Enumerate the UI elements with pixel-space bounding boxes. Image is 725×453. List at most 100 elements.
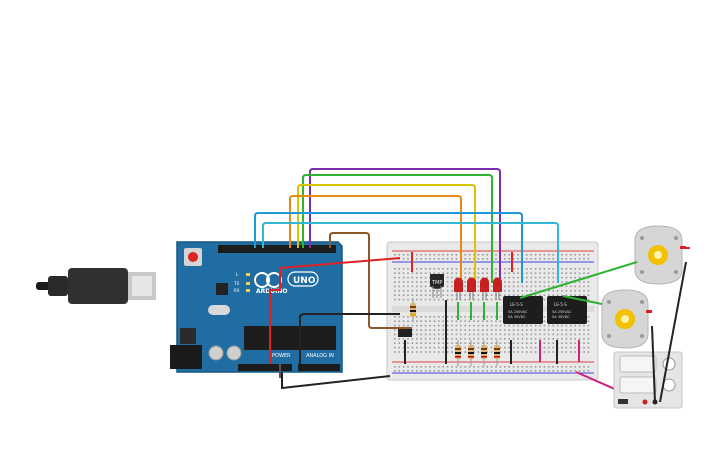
breadboard-hole (570, 342, 572, 344)
breadboard-hole (583, 351, 585, 353)
breadboard-hole (583, 346, 585, 349)
breadboard-hole (442, 268, 444, 270)
switch-component[interactable] (398, 329, 412, 337)
led-2[interactable] (467, 277, 476, 301)
breadboard-hole (407, 276, 409, 279)
breadboard-hole (482, 268, 484, 270)
breadboard-hole (570, 258, 572, 260)
breadboard-hole (464, 338, 466, 340)
breadboard-hole (543, 346, 546, 349)
breadboard-hole (508, 342, 510, 344)
breadboard-hole (534, 290, 537, 292)
breadboard-hole (504, 333, 506, 336)
breadboard-hole (411, 351, 414, 353)
breadboard-hole (455, 338, 458, 340)
breadboard-hole (402, 366, 405, 368)
breadboard-hole (508, 351, 510, 353)
breadboard-hole (570, 272, 572, 274)
wire-cyan (262, 222, 559, 283)
breadboard-hole (477, 329, 480, 331)
breadboard-hole (482, 316, 484, 318)
breadboard-hole (442, 294, 444, 296)
breadboard-hole (490, 333, 493, 336)
breadboard-hole (420, 272, 422, 274)
led-l-indicator (246, 273, 250, 276)
breadboard-hole (534, 285, 537, 288)
breadboard-hole (455, 324, 458, 327)
breadboard-hole (570, 276, 572, 279)
breadboard-hole (490, 351, 493, 353)
breadboard-hole (438, 254, 440, 256)
breadboard-hole (499, 316, 502, 318)
breadboard-hole (402, 290, 405, 292)
breadboard-hole (394, 342, 396, 344)
breadboard-hole (543, 366, 546, 368)
arduino-uno-board[interactable]: ARDUINO UNO L TX RX POWER ANALOG IN (170, 241, 343, 373)
resistor-sensor[interactable] (410, 298, 416, 322)
breadboard-hole (446, 333, 449, 336)
breadboard-hole (587, 342, 590, 344)
relay-2[interactable]: LE-5-S 5A 250VAC 5A 30VDC (547, 296, 587, 324)
breadboard-ground-jumpers (404, 300, 558, 364)
resistor-3[interactable] (481, 340, 487, 366)
temperature-sensor[interactable]: TMP (430, 274, 444, 298)
breadboard-hole (512, 351, 515, 353)
breadboard-hole (486, 268, 488, 270)
breadboard-hole (394, 268, 396, 270)
breadboard-hole (552, 342, 554, 344)
led-1[interactable] (454, 277, 463, 301)
breadboard-hole (534, 338, 537, 340)
breadboard-hole (455, 316, 458, 318)
breadboard-hole (578, 258, 581, 260)
led-4[interactable] (493, 277, 502, 301)
resistor-4[interactable] (494, 340, 500, 366)
breadboard-hole (486, 320, 488, 322)
breadboard-hole (583, 324, 585, 327)
relay-1[interactable]: LE-5-S 5A 250VAC 5A 30VDC (503, 296, 543, 324)
breadboard-hole (552, 272, 554, 274)
breadboard-hole (543, 276, 546, 279)
breadboard-hole (455, 342, 458, 344)
breadboard-hole (451, 333, 453, 336)
breadboard-hole (416, 320, 418, 322)
breadboard-hole (504, 281, 506, 283)
breadboard-hole (464, 281, 466, 283)
breadboard-hole (521, 346, 524, 349)
resistor-2[interactable] (468, 340, 474, 366)
breadboard-hole (552, 268, 554, 270)
breadboard-hole (530, 342, 532, 344)
breadboard-hole (451, 276, 453, 279)
breadboard-hole (570, 346, 572, 349)
breadboard-hole (460, 294, 462, 296)
dc-motor-1[interactable] (634, 225, 686, 285)
breadboard-hole (574, 290, 576, 292)
breadboard-hole (477, 294, 480, 296)
resistor-1[interactable] (455, 340, 461, 366)
breadboard-hole (565, 342, 568, 344)
breadboard-hole (548, 338, 550, 340)
breadboard-hole (407, 366, 409, 368)
breadboard-hole (394, 329, 396, 331)
breadboard-hole (407, 272, 409, 274)
battery-pack[interactable] (613, 351, 683, 409)
breadboard-hole (420, 285, 422, 288)
breadboard-hole (517, 294, 519, 296)
breadboard-hole (543, 254, 546, 256)
breadboard-hole (583, 338, 585, 340)
led-3[interactable] (480, 277, 489, 301)
breadboard-hole (521, 370, 524, 372)
breadboard-hole (438, 366, 440, 368)
breadboard-hole (526, 342, 528, 344)
breadboard-hole (587, 290, 590, 292)
breadboard-hole (548, 276, 550, 279)
dc-motor-2[interactable] (601, 289, 652, 349)
breadboard-hole (464, 320, 466, 322)
breadboard-hole (402, 324, 405, 327)
breadboard-hole (455, 268, 458, 270)
breadboard-hole (473, 316, 475, 318)
breadboard-hole (574, 254, 576, 256)
breadboard-hole (424, 258, 427, 260)
relay-2-model: LE-5-S (554, 302, 567, 307)
breadboard-hole (495, 324, 497, 327)
breadboard-hole (398, 254, 400, 256)
